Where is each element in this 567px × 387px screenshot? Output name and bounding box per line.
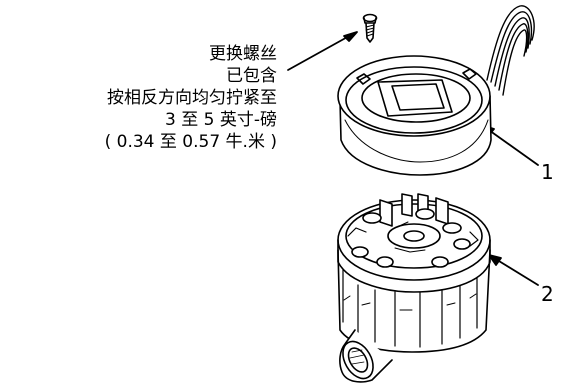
note-line-torque-nm: ( 0.34 至 0.57 牛.米 ) (104, 132, 277, 152)
register-cap (337, 55, 492, 176)
note-line-included: 已包含 (226, 66, 277, 86)
callout-label-2: 2 (541, 282, 554, 306)
installation-note: 更换螺丝 已包含 按相反方向均匀拧紧至 3 至 5 英寸-磅 ( 0.34 至 … (105, 43, 277, 153)
callout-label-1: 1 (541, 160, 554, 184)
screw-icon (362, 13, 378, 43)
note-line-tighten: 按相反方向均匀拧紧至 (107, 88, 277, 108)
register-wires (486, 5, 535, 96)
note-line-replace-screw: 更换螺丝 (209, 44, 277, 64)
note-line-torque-in-lb: 3 至 5 英寸-磅 (165, 110, 277, 130)
meter-body (337, 193, 491, 383)
